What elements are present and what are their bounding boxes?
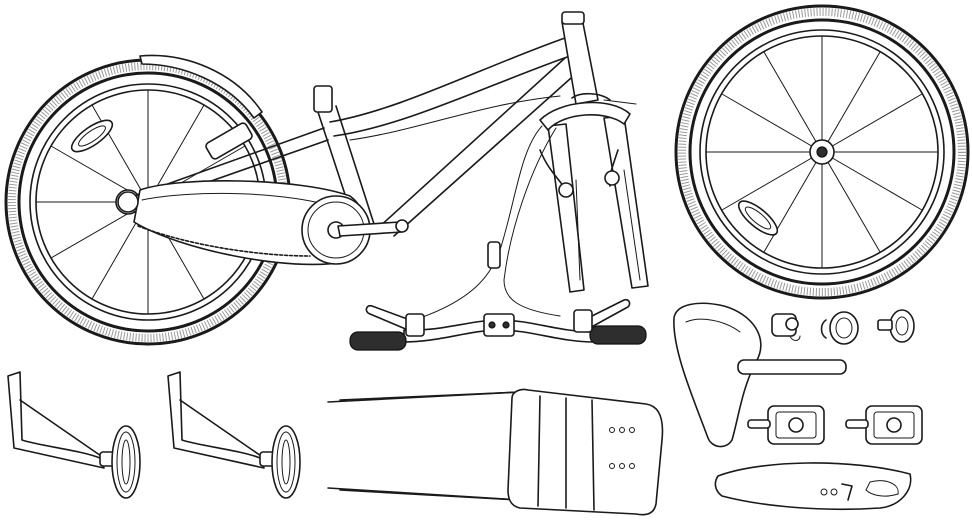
- rear-fender: [140, 55, 262, 118]
- spoke-reflector: [734, 196, 782, 241]
- brake-lever: [366, 300, 629, 336]
- seatpost: [738, 360, 846, 374]
- spoke-reflector: [67, 115, 117, 157]
- brake-caliper: [540, 94, 636, 197]
- brake-cable: [420, 126, 560, 318]
- bell: [772, 314, 800, 341]
- seat-clamp: [314, 86, 332, 112]
- rear-rack: [328, 389, 662, 514]
- left-grip: [350, 332, 406, 350]
- training-wheel: [8, 372, 140, 498]
- chain-guard: [118, 181, 408, 265]
- head-tube: [562, 18, 598, 104]
- saddle: [674, 303, 761, 446]
- front-fender: [715, 463, 910, 509]
- front-wheel-spokes: [706, 36, 938, 268]
- training-wheel: [168, 372, 300, 498]
- pedal: [748, 406, 824, 444]
- handlebar: [350, 314, 646, 350]
- pedal: [846, 406, 922, 444]
- reflector: [822, 312, 859, 344]
- front-fork: [540, 103, 648, 292]
- front-wheel: [676, 6, 968, 298]
- bike-frame-assembly: [132, 12, 598, 242]
- reflector: [878, 310, 914, 342]
- stem-clamp: [484, 314, 514, 336]
- right-grip: [590, 326, 646, 344]
